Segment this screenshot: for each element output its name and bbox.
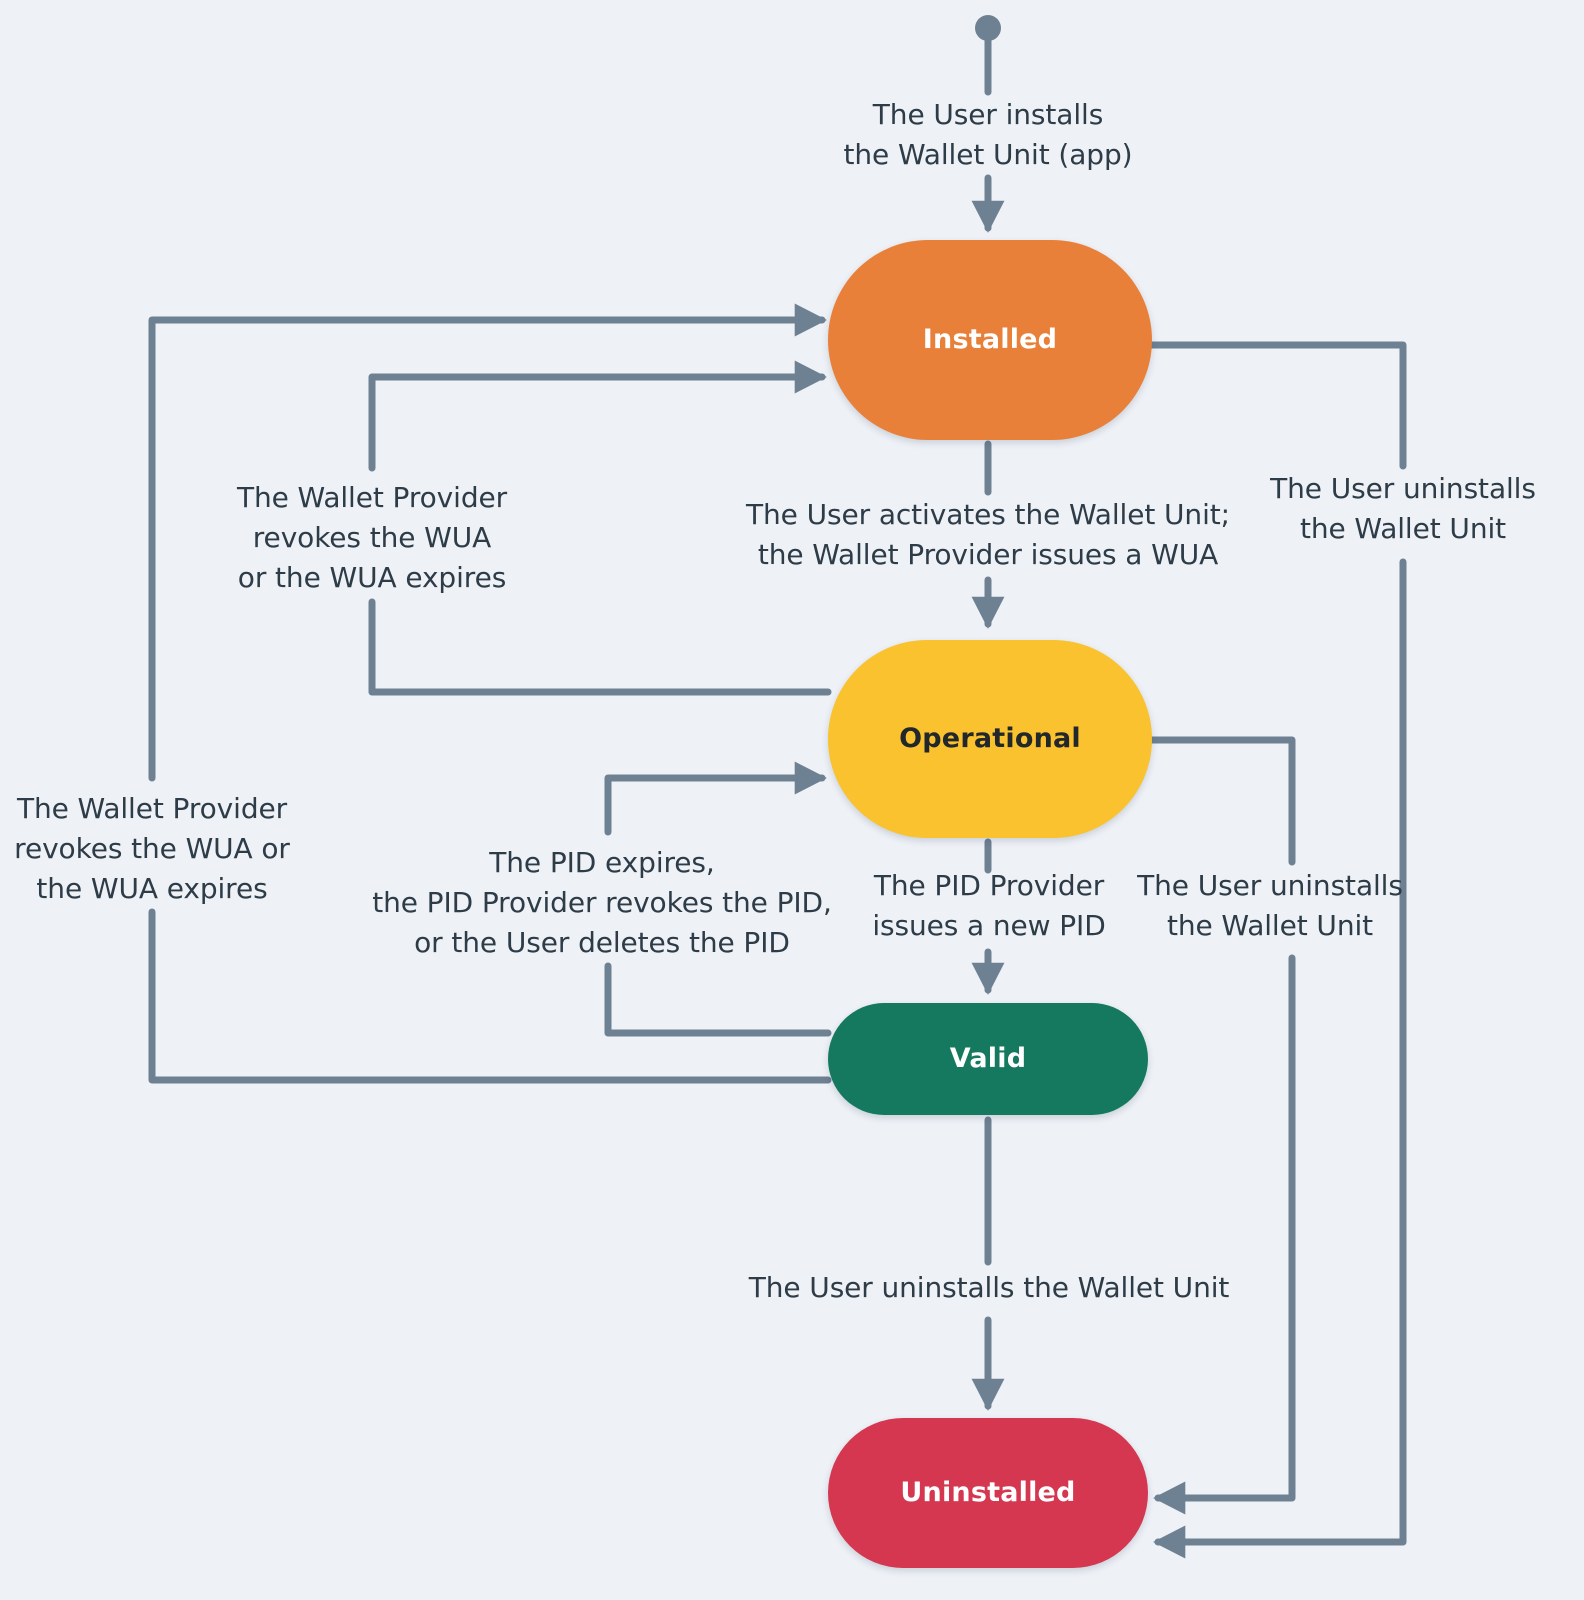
edge-label-installed-to-operational: The User activates the Wallet Unit; the … [746,498,1230,571]
start-node [975,15,1001,41]
state-label-operational: Operational [899,723,1081,755]
edge-label-installed-to-uninstalled: The User uninstalls the Wallet Unit [1270,472,1536,545]
edge-operational-to-installed [368,377,828,696]
state-node-valid[interactable]: Valid [828,1003,1148,1115]
edge-label-valid-to-operational: The PID expires, the PID Provider revoke… [372,846,832,959]
edge-label-start-to-installed: The User installs the Wallet Unit (app) [843,98,1133,171]
edge-label-operational-to-valid: The PID Provider issues a new PID [872,869,1106,942]
edge-operational-to-uninstalled [1152,736,1296,1498]
edge-label-valid-to-uninstalled: The User uninstalls the Wallet Unit [748,1271,1230,1304]
edge-installed-to-uninstalled [1152,341,1407,1542]
state-label-installed: Installed [922,324,1058,356]
edge-valid-to-operational [604,778,828,1037]
edge-label-valid-to-installed: The Wallet Provider revokes the WUA or t… [14,792,290,905]
state-node-operational[interactable]: Operational [828,640,1152,838]
state-label-uninstalled: Uninstalled [900,1477,1076,1509]
edge-valid-to-installed [148,320,828,1084]
edge-label-operational-to-uninstalled: The User uninstalls the Wallet Unit [1137,869,1403,942]
state-node-uninstalled[interactable]: Uninstalled [828,1418,1148,1568]
state-node-installed[interactable]: Installed [828,240,1152,440]
edge-label-operational-to-installed: The Wallet Provider revokes the WUA or t… [236,481,508,594]
state-label-valid: Valid [949,1043,1027,1075]
